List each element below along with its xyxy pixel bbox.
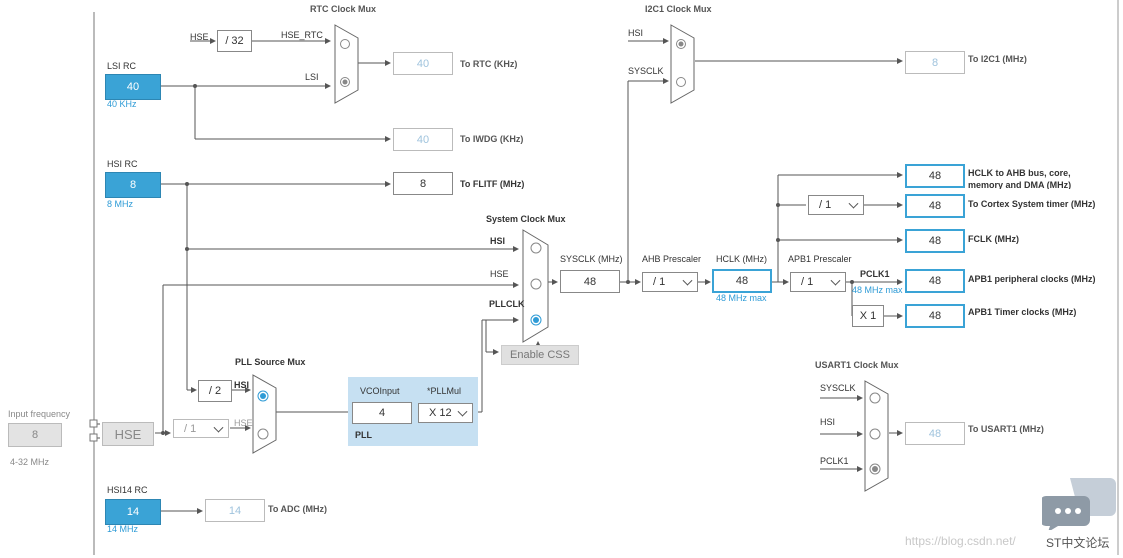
cortex-timer-output[interactable]: 48 bbox=[905, 194, 965, 218]
lsi-title: LSI RC bbox=[107, 61, 137, 71]
i2c1-mux[interactable] bbox=[670, 24, 696, 104]
ahb-prescaler-label: AHB Prescaler bbox=[642, 254, 702, 264]
pll-mul-label: *PLLMul bbox=[427, 386, 462, 396]
hsi14-rc-value[interactable]: 14 bbox=[105, 499, 161, 525]
usart1-hsi-label: HSI bbox=[820, 417, 836, 427]
input-frequency-range: 4-32 MHz bbox=[10, 457, 50, 467]
watermark-brand: ST中文论坛 bbox=[1046, 536, 1110, 550]
apb1-peripheral-label: APB1 peripheral clocks (MHz) bbox=[968, 274, 1096, 284]
rtc-hse-divider: / 32 bbox=[217, 30, 252, 52]
fclk-label: FCLK (MHz) bbox=[968, 234, 1019, 244]
hclk-max: 48 MHz max bbox=[716, 293, 767, 303]
hsi-rc-value[interactable]: 8 bbox=[105, 172, 161, 198]
ahb-prescaler-select[interactable]: / 1 bbox=[642, 272, 698, 292]
i2c1-sysclk-label: SYSCLK bbox=[628, 66, 664, 76]
vco-input-label: VCOInput bbox=[360, 386, 400, 396]
pll-source-mux-title: PLL Source Mux bbox=[235, 357, 306, 367]
pll-name: PLL bbox=[355, 430, 372, 440]
iwdg-output-label: To IWDG (KHz) bbox=[460, 134, 524, 144]
enable-css-button[interactable]: Enable CSS bbox=[501, 345, 579, 365]
hclk-ahb-label: HCLK to AHB bus, core, bbox=[968, 168, 1071, 178]
ahb-prescaler-value: / 1 bbox=[653, 276, 666, 288]
hsi-title: HSI RC bbox=[107, 159, 138, 169]
chevron-down-icon bbox=[848, 198, 859, 209]
cortex-timer-divider[interactable]: / 1 bbox=[808, 195, 864, 215]
chat-bubble-icon bbox=[1042, 478, 1116, 530]
apb1-peripheral-output[interactable]: 48 bbox=[905, 269, 965, 293]
system-mux-title: System Clock Mux bbox=[486, 214, 566, 224]
sysmux-hse-label: HSE bbox=[490, 269, 509, 279]
rtc-output-value: 40 bbox=[393, 52, 453, 75]
rtc-mux-title: RTC Clock Mux bbox=[310, 4, 377, 14]
apb1-timer-label: APB1 Timer clocks (MHz) bbox=[968, 307, 1077, 317]
fclk-output[interactable]: 48 bbox=[905, 229, 965, 253]
lsi-freq: 40 KHz bbox=[107, 99, 137, 109]
pclk1-label: PCLK1 bbox=[860, 269, 890, 279]
rtc-hse-label: HSE bbox=[190, 32, 209, 42]
i2c1-output-label: To I2C1 (MHz) bbox=[968, 54, 1027, 64]
pll-source-mux[interactable] bbox=[252, 374, 278, 454]
rtc-output-label: To RTC (KHz) bbox=[460, 59, 518, 69]
rtc-lsi-label: LSI bbox=[305, 72, 319, 82]
flitf-output-value: 8 bbox=[393, 172, 453, 195]
hsi14-freq: 14 MHz bbox=[107, 524, 139, 534]
hsi14-title: HSI14 RC bbox=[107, 485, 148, 495]
chevron-down-icon bbox=[830, 275, 841, 286]
rtc-hse-rtc-label: HSE_RTC bbox=[281, 30, 323, 40]
pll-hsi-divider: / 2 bbox=[198, 380, 232, 402]
pll-hsi-label: HSI bbox=[234, 380, 250, 390]
vco-input-value: 4 bbox=[352, 402, 412, 424]
watermark-url: https://blog.csdn.net/ bbox=[905, 534, 1016, 548]
rtc-mux[interactable] bbox=[334, 24, 360, 104]
hsi-freq: 8 MHz bbox=[107, 199, 134, 209]
hclk-ahb-label-2: memory and DMA (MHz) bbox=[968, 180, 1072, 189]
pll-hse-divider-value: / 1 bbox=[184, 422, 197, 435]
apb1-timer-multiplier: X 1 bbox=[852, 305, 884, 327]
cortex-timer-divider-value: / 1 bbox=[819, 199, 832, 211]
lsi-rc-value[interactable]: 40 bbox=[105, 74, 161, 100]
hclk-label: HCLK (MHz) bbox=[716, 254, 767, 264]
i2c1-hsi-label: HSI bbox=[628, 28, 644, 38]
i2c1-output-value: 8 bbox=[905, 51, 965, 74]
system-clock-mux[interactable] bbox=[522, 229, 550, 343]
i2c1-mux-title: I2C1 Clock Mux bbox=[645, 4, 712, 14]
input-frequency-field[interactable]: 8 bbox=[8, 423, 62, 447]
sysclk-label: SYSCLK (MHz) bbox=[560, 254, 623, 264]
pll-hse-divider[interactable]: / 1 bbox=[173, 419, 229, 438]
usart1-pclk1-label: PCLK1 bbox=[820, 456, 849, 466]
hclk-ahb-output[interactable]: 48 bbox=[905, 164, 965, 188]
pclk1-max: 48 MHz max bbox=[852, 285, 903, 295]
apb1-prescaler-label: APB1 Prescaler bbox=[788, 254, 852, 264]
input-frequency-label: Input frequency bbox=[8, 409, 71, 419]
usart1-output-value: 48 bbox=[905, 422, 965, 445]
apb1-prescaler-value: / 1 bbox=[801, 276, 814, 288]
iwdg-output-value: 40 bbox=[393, 128, 453, 151]
usart1-mux[interactable] bbox=[864, 380, 890, 492]
adc-output-value: 14 bbox=[205, 499, 265, 522]
chevron-down-icon bbox=[213, 422, 224, 433]
usart1-mux-title: USART1 Clock Mux bbox=[815, 360, 899, 370]
apb1-prescaler-select[interactable]: / 1 bbox=[790, 272, 846, 292]
chevron-down-icon bbox=[457, 406, 468, 417]
pll-hse-label: HSE bbox=[234, 418, 253, 428]
sysclk-value: 48 bbox=[560, 270, 620, 293]
apb1-timer-output[interactable]: 48 bbox=[905, 304, 965, 328]
adc-output-label: To ADC (MHz) bbox=[268, 504, 327, 514]
pll-mul-value: X 12 bbox=[429, 407, 452, 419]
usart1-output-label: To USART1 (MHz) bbox=[968, 424, 1044, 434]
sysmux-hsi-label: HSI bbox=[490, 236, 506, 246]
hclk-input[interactable]: 48 bbox=[712, 269, 772, 293]
flitf-output-label: To FLITF (MHz) bbox=[460, 179, 525, 189]
cortex-timer-label: To Cortex System timer (MHz) bbox=[968, 199, 1096, 209]
pll-mul-select[interactable]: X 12 bbox=[418, 403, 473, 423]
sysmux-pllclk-label: PLLCLK bbox=[489, 299, 525, 309]
chevron-down-icon bbox=[682, 275, 693, 286]
hse-block[interactable]: HSE bbox=[102, 422, 154, 446]
usart1-sysclk-label: SYSCLK bbox=[820, 383, 856, 393]
